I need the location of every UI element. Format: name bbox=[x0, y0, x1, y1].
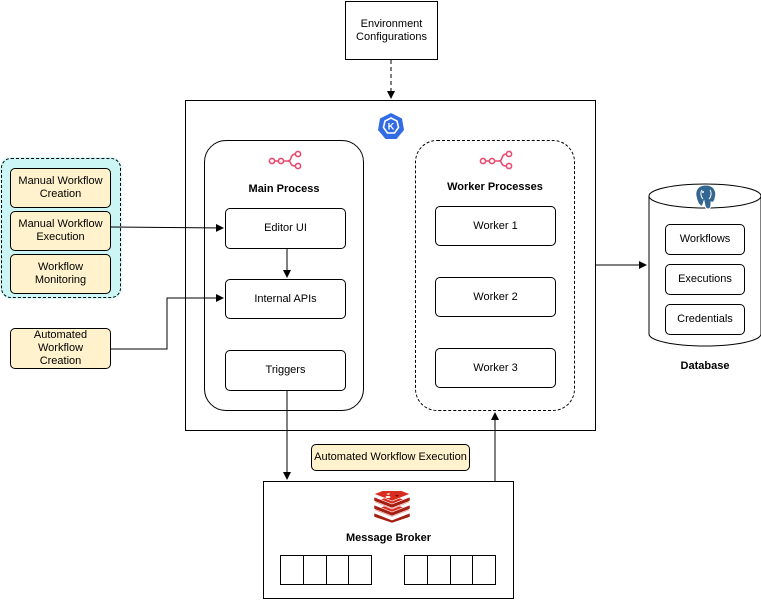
n8n-icon bbox=[479, 150, 513, 170]
queue-cell bbox=[325, 555, 350, 585]
automated-workflow-execution-box[interactable]: Automated Workflow Execution bbox=[311, 444, 470, 471]
worker-processes-title: Worker Processes bbox=[447, 181, 543, 193]
n8n-icon bbox=[268, 150, 302, 170]
kubernetes-icon: K bbox=[378, 113, 404, 139]
redis-icon bbox=[373, 491, 411, 523]
database-title: Database bbox=[680, 360, 730, 372]
queue-cell bbox=[280, 555, 304, 585]
queue-cell bbox=[348, 555, 372, 585]
workflows-table-box[interactable]: Workflows bbox=[665, 224, 745, 255]
editor-ui-box[interactable]: Editor UI bbox=[225, 208, 346, 249]
environment-configurations-box[interactable]: Environment Configurations bbox=[345, 1, 438, 60]
worker-1-box[interactable]: Worker 1 bbox=[435, 206, 556, 246]
workflow-monitoring-box[interactable]: Workflow Monitoring bbox=[10, 254, 111, 294]
credentials-table-box[interactable]: Credentials bbox=[665, 304, 745, 335]
internal-apis-box[interactable]: Internal APIs bbox=[225, 279, 346, 319]
manual-workflow-creation-box[interactable]: Manual Workflow Creation bbox=[10, 168, 111, 208]
queue-cell bbox=[472, 555, 496, 585]
triggers-box[interactable]: Triggers bbox=[225, 350, 346, 391]
queue-cell bbox=[426, 555, 451, 585]
postgresql-icon bbox=[695, 184, 717, 210]
automated-workflow-creation-box[interactable]: Automated Workflow Creation bbox=[10, 328, 111, 369]
queue-left bbox=[280, 555, 372, 585]
svg-text:K: K bbox=[388, 122, 395, 132]
queue-cell bbox=[449, 555, 474, 585]
executions-table-box[interactable]: Executions bbox=[665, 264, 745, 295]
worker-2-box[interactable]: Worker 2 bbox=[435, 277, 556, 317]
queue-cell bbox=[302, 555, 327, 585]
queue-right bbox=[404, 555, 496, 585]
main-process-title: Main Process bbox=[248, 183, 320, 195]
message-broker-title: Message Broker bbox=[346, 532, 431, 544]
worker-3-box[interactable]: Worker 3 bbox=[435, 348, 556, 388]
manual-workflow-execution-box[interactable]: Manual Workflow Execution bbox=[10, 211, 111, 251]
queue-cell bbox=[404, 555, 428, 585]
